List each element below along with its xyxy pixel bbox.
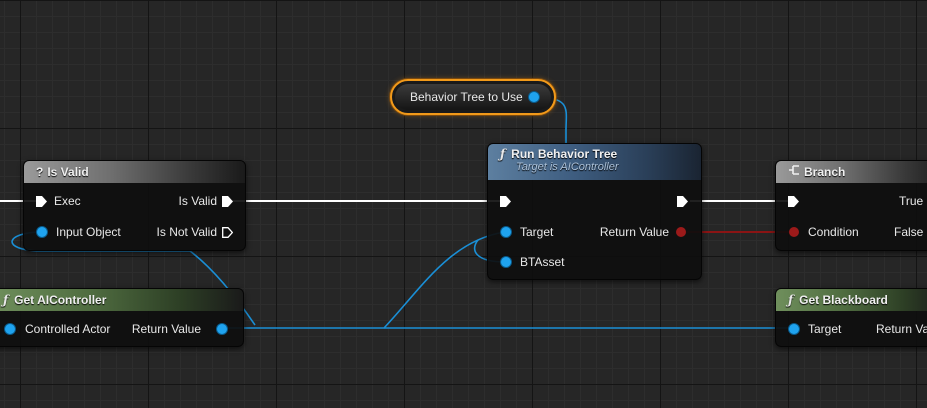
question-icon: ? bbox=[36, 165, 44, 179]
true-label: True bbox=[899, 194, 924, 208]
exec-out-pin[interactable] bbox=[677, 196, 688, 207]
branch-icon bbox=[789, 165, 799, 175]
is-valid-exec-out-pin[interactable] bbox=[222, 196, 233, 207]
is-valid-node[interactable]: ?Is Valid Exec Input Object Is Valid Is … bbox=[23, 160, 246, 251]
target-pin[interactable] bbox=[501, 227, 511, 237]
return-value-pin[interactable] bbox=[676, 227, 686, 237]
return-value-label: Return Va bbox=[876, 322, 927, 336]
function-icon: ƒ bbox=[3, 293, 9, 307]
function-icon: ƒ bbox=[788, 293, 794, 307]
run-behavior-tree-title: Run Behavior Tree bbox=[511, 147, 618, 161]
function-icon: ƒ bbox=[500, 147, 506, 161]
is-not-valid-label: Is Not Valid bbox=[156, 225, 217, 239]
controlled-actor-label: Controlled Actor bbox=[25, 322, 111, 336]
get-ai-controller-header: ƒ Get AIController bbox=[0, 289, 243, 311]
get-ai-controller-node[interactable]: ƒ Get AIController Controlled Actor Retur… bbox=[0, 288, 244, 347]
false-label: False bbox=[894, 225, 924, 239]
is-not-valid-exec-out-pin[interactable] bbox=[222, 227, 233, 238]
input-object-pin[interactable] bbox=[37, 227, 47, 237]
input-object-label: Input Object bbox=[56, 225, 121, 239]
get-blackboard-header: ƒ Get Blackboard bbox=[776, 289, 927, 311]
behavior-tree-variable-node[interactable]: Behavior Tree to Use bbox=[390, 79, 556, 115]
get-blackboard-title: Get Blackboard bbox=[799, 293, 888, 307]
run-behavior-tree-subtitle: Target is AIController bbox=[516, 161, 619, 173]
variable-output-pin[interactable] bbox=[529, 92, 539, 102]
variable-label: Behavior Tree to Use bbox=[410, 90, 523, 104]
return-value-pin[interactable] bbox=[217, 324, 227, 334]
is-valid-header: ?Is Valid bbox=[24, 161, 245, 183]
exec-in-pin[interactable] bbox=[36, 196, 47, 207]
target-label: Target bbox=[520, 225, 554, 239]
return-value-label: Return Value bbox=[131, 322, 201, 336]
target-label: Target bbox=[808, 322, 842, 336]
branch-title: Branch bbox=[804, 165, 846, 179]
exec-pin-label: Exec bbox=[54, 194, 81, 208]
exec-in-pin[interactable] bbox=[500, 196, 511, 207]
is-valid-title: Is Valid bbox=[47, 165, 89, 179]
exec-in-pin[interactable] bbox=[788, 196, 799, 207]
object-wire-controller-target[interactable] bbox=[222, 231, 506, 329]
run-behavior-tree-node[interactable]: ƒ Run Behavior Tree Target is AIControlle… bbox=[487, 143, 702, 280]
bt-asset-pin[interactable] bbox=[501, 257, 511, 267]
target-pin[interactable] bbox=[789, 324, 799, 334]
condition-label: Condition bbox=[808, 225, 859, 239]
get-blackboard-node[interactable]: ƒ Get Blackboard Target Return Va bbox=[775, 288, 927, 347]
branch-header: Branch bbox=[776, 161, 927, 183]
return-value-label: Return Value bbox=[599, 225, 669, 239]
run-behavior-tree-header: ƒ Run Behavior Tree Target is AIControlle… bbox=[488, 144, 701, 180]
bt-asset-label: BTAsset bbox=[520, 255, 565, 269]
branch-node[interactable]: Branch True Condition False bbox=[775, 160, 927, 251]
get-ai-controller-title: Get AIController bbox=[14, 293, 107, 307]
controlled-actor-pin[interactable] bbox=[5, 324, 15, 334]
is-valid-output-label: Is Valid bbox=[178, 194, 217, 208]
condition-pin[interactable] bbox=[789, 227, 799, 237]
